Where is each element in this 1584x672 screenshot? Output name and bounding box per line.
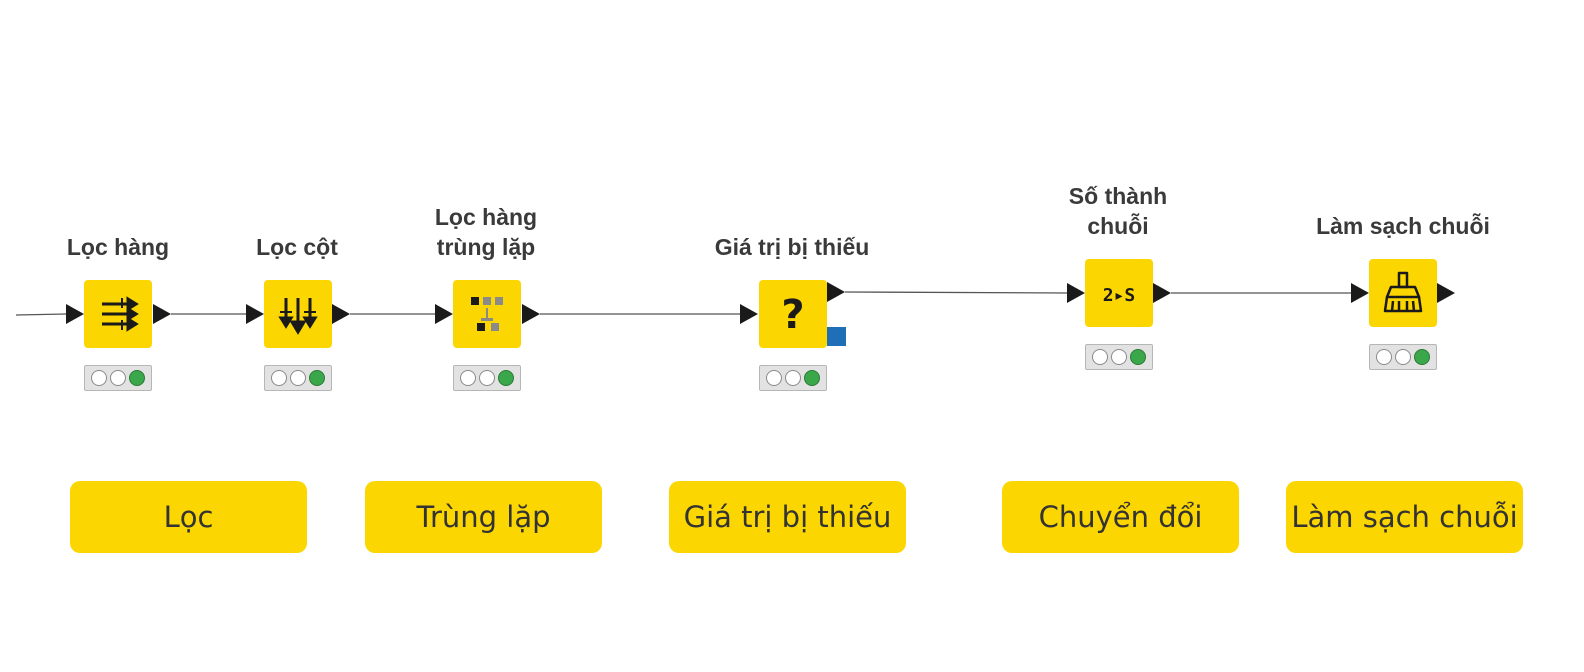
status-light-green: [1130, 349, 1146, 365]
output-port[interactable]: [827, 282, 845, 302]
column-filter-icon: [278, 298, 318, 335]
node-status-traffic-light: [453, 365, 521, 391]
node-missing-value[interactable]: ?: [759, 280, 827, 348]
status-light-green: [804, 370, 820, 386]
flow-variable-port[interactable]: [827, 327, 846, 346]
status-light-yellow: [785, 370, 801, 386]
output-port[interactable]: [522, 304, 540, 324]
status-light-red: [1376, 349, 1392, 365]
node-string-cleaner[interactable]: [1369, 259, 1437, 327]
svg-text:?: ?: [781, 292, 804, 338]
output-port[interactable]: [153, 304, 171, 324]
input-port[interactable]: [1351, 283, 1369, 303]
connection-4-5[interactable]: [844, 291, 1068, 294]
category-duplicates: Trùng lặp: [365, 481, 602, 553]
node-status-traffic-light: [1369, 344, 1437, 370]
status-light-red: [766, 370, 782, 386]
status-light-red: [460, 370, 476, 386]
node-label-row-filter: Lọc hàng: [66, 234, 170, 260]
input-port[interactable]: [1067, 283, 1085, 303]
status-light-red: [271, 370, 287, 386]
node-number-to-string[interactable]: 2▸S: [1085, 259, 1153, 327]
category-conversion: Chuyển đổi: [1002, 481, 1239, 553]
node-label-column-filter: Lọc cột: [256, 234, 338, 260]
node-label-missing-value: Giá trị bị thiếu: [714, 234, 870, 260]
node-label-string-cleaner: Làm sạch chuỗi: [1316, 213, 1490, 239]
status-light-yellow: [1111, 349, 1127, 365]
input-port[interactable]: [740, 304, 758, 324]
status-light-yellow: [290, 370, 306, 386]
status-light-green: [498, 370, 514, 386]
status-light-yellow: [1395, 349, 1411, 365]
number-to-string-icon: 2▸S: [1103, 285, 1136, 306]
category-filter: Lọc: [70, 481, 307, 553]
node-label-duplicate-row-filter: Lọc hàng trùng lặp: [434, 204, 538, 260]
status-light-red: [1092, 349, 1108, 365]
output-port[interactable]: [1153, 283, 1171, 303]
row-filter-icon: [102, 296, 139, 332]
duplicate-row-filter-icon: [471, 297, 503, 331]
node-status-traffic-light: [1085, 344, 1153, 370]
status-light-green: [129, 370, 145, 386]
input-port[interactable]: [246, 304, 264, 324]
broom-icon: [1383, 271, 1423, 313]
status-light-green: [1414, 349, 1430, 365]
category-missing-values: Giá trị bị thiếu: [669, 481, 906, 553]
node-status-traffic-light: [84, 365, 152, 391]
node-status-traffic-light: [264, 365, 332, 391]
output-port[interactable]: [332, 304, 350, 324]
node-status-traffic-light: [759, 365, 827, 391]
input-port[interactable]: [435, 304, 453, 324]
input-port[interactable]: [66, 304, 84, 324]
status-light-yellow: [479, 370, 495, 386]
node-duplicate-row-filter[interactable]: [453, 280, 521, 348]
node-column-filter[interactable]: [264, 280, 332, 348]
output-port[interactable]: [1437, 283, 1455, 303]
status-light-green: [309, 370, 325, 386]
status-light-yellow: [110, 370, 126, 386]
connection-input[interactable]: [15, 313, 67, 316]
node-label-number-to-string: Số thành chuỗi: [1068, 183, 1168, 239]
status-light-red: [91, 370, 107, 386]
node-row-filter[interactable]: [84, 280, 152, 348]
question-mark-icon: ?: [781, 292, 804, 338]
svg-text:2▸S: 2▸S: [1103, 285, 1136, 306]
category-string-cleaning: Làm sạch chuỗi: [1286, 481, 1523, 553]
